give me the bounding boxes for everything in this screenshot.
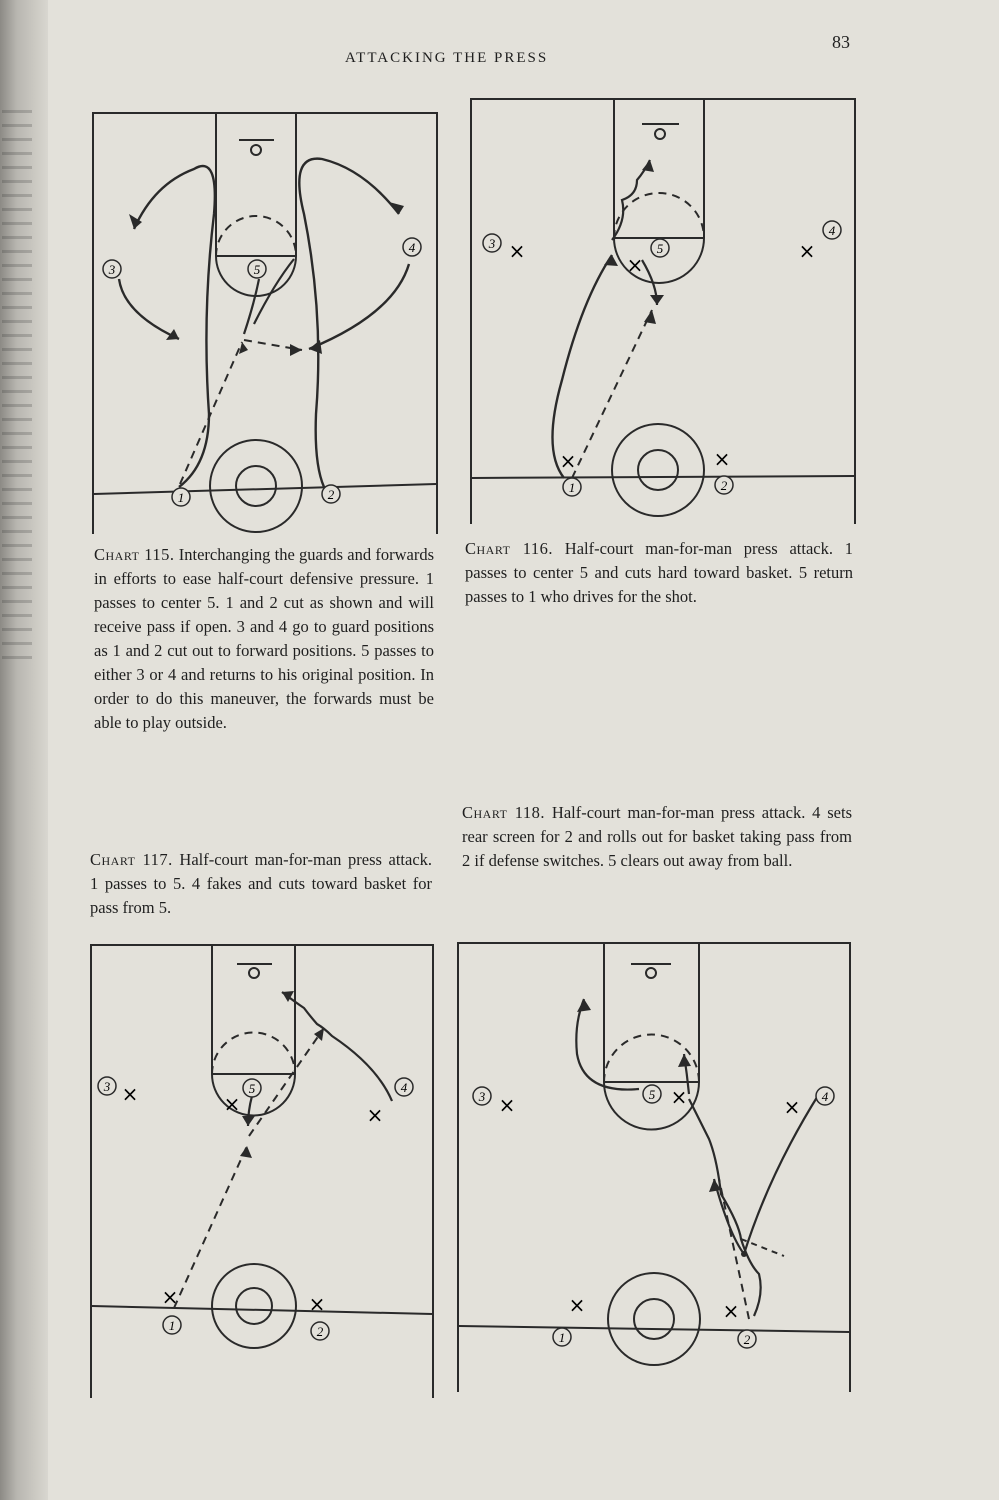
- defender-mark: ×: [367, 1103, 384, 1127]
- player-1-label: 1: [569, 480, 576, 495]
- player-2-label: 2: [744, 1332, 751, 1347]
- player-2-label: 2: [721, 478, 728, 493]
- defender-mark: ×: [569, 1293, 586, 1317]
- player-2-label: 2: [317, 1324, 324, 1339]
- player-4-label: 4: [401, 1080, 408, 1095]
- player-3-label: 3: [103, 1079, 111, 1094]
- chart-118-label: Chart 118.: [462, 803, 546, 822]
- defender-mark: ×: [509, 239, 526, 263]
- player-1-label: 1: [178, 490, 185, 505]
- defender-mark: ×: [560, 449, 577, 473]
- defender-mark: ×: [499, 1093, 516, 1117]
- chart-117-text: Half-court man-for-man press attack. 1 p…: [90, 850, 433, 917]
- player-4-label: 4: [829, 223, 836, 238]
- player-3-label: 3: [108, 262, 116, 277]
- chart-115-text: Interchanging the guards and forwards in…: [94, 545, 434, 732]
- defender-mark: ×: [723, 1299, 740, 1323]
- defender-mark: ×: [714, 447, 731, 471]
- player-2-label: 2: [328, 487, 335, 502]
- court-116-drawing: × × × × × 1 2 3 4 5: [471, 100, 855, 517]
- court-diagram-115: 1 2 3 4 5: [92, 112, 438, 534]
- facing-page-text: [2, 110, 32, 670]
- chart-116-text: Half-court man-for-man press attack. 1 p…: [465, 539, 853, 606]
- court-diagram-116: × × × × × 1 2 3 4 5: [470, 98, 856, 524]
- page-number: 83: [832, 32, 850, 52]
- defender-mark: ×: [799, 239, 816, 263]
- defender-mark: ×: [671, 1085, 688, 1109]
- player-4-label: 4: [409, 240, 416, 255]
- defender-mark: ×: [627, 253, 644, 277]
- chart-116-label: Chart 116.: [465, 539, 553, 558]
- court-diagram-117: × × × × × 1 2 3 4 5: [90, 944, 434, 1398]
- defender-mark: ×: [224, 1092, 241, 1116]
- chart-115-label: Chart 115.: [94, 545, 175, 564]
- chart-118-text: Half-court man-for-man press attack. 4 s…: [462, 803, 853, 870]
- facing-page-edge: [0, 0, 48, 1500]
- court-117-drawing: × × × × × 1 2 3 4 5: [91, 946, 433, 1349]
- defender-mark: ×: [309, 1292, 326, 1316]
- caption-chart-115: Chart 115. Interchanging the guards and …: [94, 543, 434, 735]
- player-3-label: 3: [488, 236, 496, 251]
- player-4-label: 4: [822, 1089, 829, 1104]
- chart-117-label: Chart 117.: [90, 850, 173, 869]
- court-diagram-118: × × × × × 1 2 3 4 5: [457, 942, 851, 1392]
- player-5-label: 5: [249, 1081, 256, 1096]
- player-1-label: 1: [559, 1330, 566, 1345]
- defender-mark: ×: [162, 1285, 179, 1309]
- court-115-drawing: 1 2 3 4 5: [93, 114, 437, 533]
- player-1-label: 1: [169, 1318, 176, 1333]
- player-5-label: 5: [254, 262, 261, 277]
- caption-chart-118: Chart 118. Half-court man-for-man press …: [462, 801, 852, 873]
- caption-chart-116: Chart 116. Half-court man-for-man press …: [465, 537, 853, 609]
- player-5-label: 5: [657, 241, 664, 256]
- player-3-label: 3: [478, 1089, 486, 1104]
- player-5-label: 5: [649, 1087, 656, 1102]
- defender-mark: ×: [122, 1082, 139, 1106]
- defender-mark: ×: [784, 1095, 801, 1119]
- court-118-drawing: × × × × × 1 2 3 4 5: [458, 944, 850, 1366]
- running-head: ATTACKING THE PRESS: [345, 50, 549, 66]
- caption-chart-117: Chart 117. Half-court man-for-man press …: [90, 848, 432, 920]
